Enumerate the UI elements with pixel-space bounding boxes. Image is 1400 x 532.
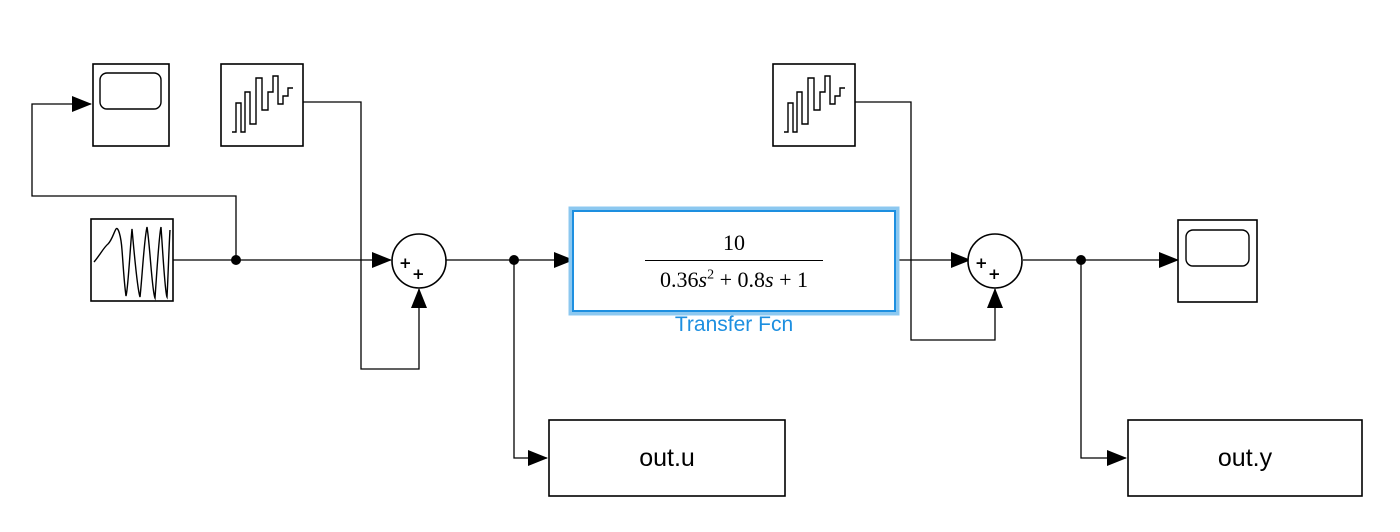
- transfer-fcn-block[interactable]: [568, 206, 900, 316]
- den-op-2: +: [773, 266, 797, 292]
- selection-highlight: [568, 206, 900, 316]
- den-power: 2: [707, 267, 715, 283]
- wire-sum2-to-out-y[interactable]: [1080, 260, 1127, 466]
- branch-point-3: [1076, 255, 1086, 265]
- scope-screen-icon: [99, 72, 162, 110]
- transfer-fcn-label[interactable]: Transfer Fcn: [674, 313, 794, 336]
- den-op-1: +: [714, 266, 738, 292]
- branch-point-2: [509, 255, 519, 265]
- chirp-signal-block[interactable]: [90, 218, 174, 302]
- to-workspace-out-y-block[interactable]: [1127, 419, 1363, 497]
- den-coef-2: 0.36: [660, 266, 699, 292]
- out-u-label: out.u: [639, 443, 695, 472]
- sum1-sign-left: +: [399, 254, 412, 272]
- den-coef-1: 0.8: [737, 266, 766, 292]
- wire-sum1-to-out-u[interactable]: [513, 260, 548, 466]
- random-signal-icon: [232, 75, 293, 133]
- sum-block-2[interactable]: + +: [967, 233, 1023, 289]
- signal-lines: [31, 96, 1179, 466]
- transfer-fcn-expression: 10 0.36s2 + 0.8s + 1: [573, 211, 895, 311]
- sum1-sign-bottom: +: [412, 265, 425, 283]
- scope-screen-icon: [1185, 229, 1250, 267]
- den-var-1: s: [698, 266, 708, 292]
- to-workspace-out-u-block[interactable]: [548, 419, 786, 497]
- den-coef-0: 1: [796, 266, 808, 292]
- out-y-label: out.y: [1217, 443, 1273, 472]
- wire-noise1-to-sum1[interactable]: [303, 101, 427, 370]
- random-signal-icon: [784, 75, 845, 133]
- den-var-2: s: [765, 266, 774, 292]
- random-number-block-1[interactable]: [220, 63, 304, 147]
- wire-noise2-to-sum2[interactable]: [855, 101, 1003, 341]
- scope-block-2[interactable]: [1177, 219, 1258, 303]
- chirp-wave-icon: [93, 226, 171, 301]
- fraction-bar: [645, 259, 823, 261]
- wire-chirp-to-scope1[interactable]: [31, 96, 237, 260]
- sum2-sign-left: +: [975, 254, 988, 272]
- sum-block-1[interactable]: + +: [391, 233, 447, 289]
- random-number-block-2[interactable]: [772, 63, 856, 147]
- transfer-fcn-numerator: 10: [723, 229, 745, 255]
- sum2-sign-bottom: +: [988, 265, 1001, 283]
- transfer-fcn-denominator: 0.36s2 + 0.8s + 1: [660, 261, 808, 293]
- scope-block-1[interactable]: [92, 63, 170, 147]
- branch-point-1: [231, 255, 241, 265]
